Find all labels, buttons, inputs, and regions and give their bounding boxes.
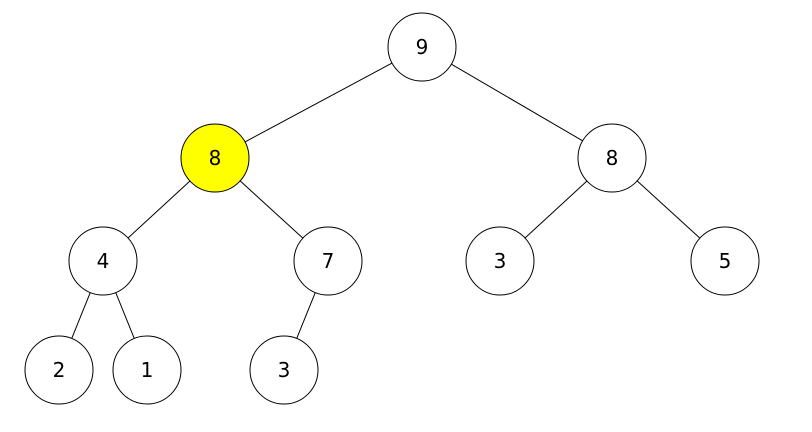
node-circle <box>293 226 363 296</box>
node-value-label: 8 <box>606 146 619 170</box>
node-value-label: 3 <box>494 249 507 273</box>
tree-node-n6: 3 <box>465 226 535 296</box>
node-value-label: 1 <box>141 358 154 382</box>
highlighted-node-circle <box>180 123 250 193</box>
tree-node-n1: 9 <box>387 12 457 82</box>
node-value-label: 9 <box>416 35 429 59</box>
tree-node-n3: 8 <box>577 123 647 193</box>
node-value-label: 4 <box>97 249 110 273</box>
node-value-label: 3 <box>278 358 291 382</box>
tree-node-n8: 2 <box>24 335 94 405</box>
tree-edge-n1-n3 <box>451 63 583 142</box>
tree-node-n7: 5 <box>690 226 760 296</box>
tree-edge-n1-n2 <box>244 62 393 143</box>
tree-node-n9: 1 <box>112 335 182 405</box>
tree-edge-n4-n8 <box>71 292 91 339</box>
node-circle <box>387 12 457 82</box>
node-value-label: 7 <box>322 249 335 273</box>
tree-edge-n2-n4 <box>127 180 191 239</box>
tree-node-n5: 7 <box>293 226 363 296</box>
node-circle <box>24 335 94 405</box>
node-value-label: 8 <box>209 146 222 170</box>
tree-edge-n5-n10 <box>296 292 316 339</box>
tree-node-n10: 3 <box>249 335 319 405</box>
tree-edge-n2-n5 <box>239 180 304 239</box>
node-circle <box>690 226 760 296</box>
tree-edge-n3-n6 <box>524 180 588 239</box>
node-value-label: 2 <box>53 358 66 382</box>
node-circle <box>249 335 319 405</box>
tree-node-n2: 8 <box>180 123 250 193</box>
tree-edge-n4-n9 <box>115 292 135 339</box>
node-circle <box>465 226 535 296</box>
node-circle <box>112 335 182 405</box>
node-circle <box>577 123 647 193</box>
node-value-label: 5 <box>719 249 732 273</box>
tree-edge-n3-n7 <box>636 180 701 239</box>
node-circle <box>68 226 138 296</box>
tree-node-n4: 4 <box>68 226 138 296</box>
